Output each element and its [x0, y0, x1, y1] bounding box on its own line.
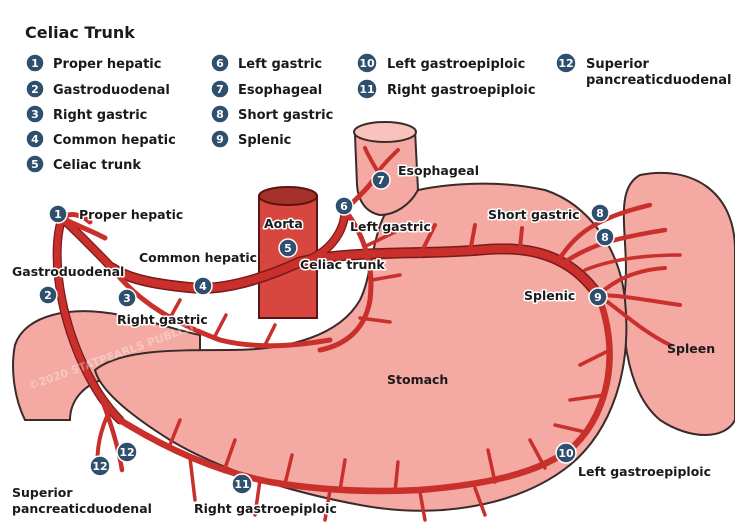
svg-text:12: 12	[119, 446, 134, 459]
badge-12b: 12	[90, 456, 110, 476]
label-celiac-trunk: Celiac trunk	[300, 257, 385, 272]
svg-text:Superior: Superior	[586, 57, 650, 72]
badge-10: 10	[556, 443, 576, 463]
label-short-gastric: Short gastric	[488, 207, 580, 222]
label-left-gastric: Left gastric	[350, 219, 431, 234]
svg-text:11: 11	[234, 478, 249, 491]
svg-text:Gastroduodenal: Gastroduodenal	[53, 83, 170, 98]
svg-text:Left gastroepiploic: Left gastroepiploic	[387, 57, 525, 72]
svg-text:8: 8	[601, 231, 609, 244]
aorta-opening	[259, 187, 317, 205]
svg-text:Common hepatic: Common hepatic	[53, 133, 176, 148]
label-gastroduodenal: Gastroduodenal	[12, 264, 124, 279]
legend-item-6: 6 Left gastric	[211, 54, 322, 72]
svg-text:12: 12	[92, 460, 107, 473]
svg-text:6: 6	[216, 57, 224, 70]
svg-text:10: 10	[359, 57, 375, 70]
legend-item-3: 3 Right gastric	[26, 105, 147, 123]
svg-text:3: 3	[31, 108, 39, 121]
svg-text:3: 3	[123, 292, 131, 305]
label-stomach: Stomach	[387, 372, 448, 387]
svg-text:6: 6	[340, 200, 348, 213]
badge-1: 1	[49, 205, 67, 223]
legend-item-9: 9 Splenic	[211, 130, 291, 148]
label-common-hepatic: Common hepatic	[139, 250, 257, 265]
svg-text:Proper hepatic: Proper hepatic	[53, 57, 161, 72]
badge-12a: 12	[117, 442, 137, 462]
label-right-gastric: Right gastric	[117, 312, 208, 327]
svg-text:1: 1	[54, 208, 62, 221]
svg-text:1: 1	[31, 57, 39, 70]
label-sup-pd-line1: Superior	[12, 485, 73, 500]
legend-item-12: 12 Superior pancreaticduodenal	[556, 53, 732, 88]
legend-item-7: 7 Esophageal	[211, 80, 322, 98]
label-right-gastroepiploic: Right gastroepiploic	[194, 501, 337, 516]
badge-5: 5	[279, 239, 297, 257]
badge-8a: 8	[591, 204, 609, 222]
legend-item-5: 5 Celiac trunk	[26, 155, 141, 173]
badge-2: 2	[39, 286, 57, 304]
svg-text:4: 4	[199, 280, 207, 293]
badge-6: 6	[335, 197, 353, 215]
diagram-title: Celiac Trunk	[25, 23, 135, 42]
svg-text:2: 2	[31, 83, 39, 96]
badge-9: 9	[589, 288, 607, 306]
svg-text:Esophageal: Esophageal	[238, 83, 322, 98]
svg-text:11: 11	[359, 83, 374, 96]
badge-8b: 8	[596, 228, 614, 246]
label-spleen: Spleen	[667, 341, 715, 356]
badge-3: 3	[118, 289, 136, 307]
svg-text:9: 9	[594, 291, 602, 304]
svg-text:5: 5	[284, 242, 292, 255]
svg-text:Splenic: Splenic	[238, 133, 291, 148]
svg-text:pancreaticduodenal: pancreaticduodenal	[586, 73, 732, 88]
esophagus-opening	[354, 122, 416, 142]
svg-text:8: 8	[216, 108, 224, 121]
legend-item-4: 4 Common hepatic	[26, 130, 176, 148]
svg-text:8: 8	[596, 207, 604, 220]
svg-text:Celiac trunk: Celiac trunk	[53, 158, 141, 173]
svg-text:2: 2	[44, 289, 52, 302]
proper-hepatic-artery	[62, 218, 112, 268]
label-sup-pd-line2: pancreaticduodenal	[12, 501, 152, 516]
svg-text:Left gastric: Left gastric	[238, 57, 322, 72]
badge-4: 4	[194, 277, 212, 295]
svg-text:4: 4	[31, 133, 39, 146]
svg-text:Right gastric: Right gastric	[53, 108, 147, 123]
svg-text:10: 10	[558, 447, 574, 460]
badge-11: 11	[232, 474, 252, 494]
label-proper-hepatic: Proper hepatic	[79, 207, 183, 222]
svg-text:9: 9	[216, 133, 224, 146]
svg-text:12: 12	[558, 57, 573, 70]
label-aorta: Aorta	[264, 216, 303, 231]
svg-text:Short gastric: Short gastric	[238, 108, 333, 123]
legend-item-11: 11 Right gastroepiploic	[357, 79, 536, 99]
label-esophageal: Esophageal	[398, 163, 479, 178]
svg-text:7: 7	[216, 83, 224, 96]
label-left-gastroepiploic: Left gastroepiploic	[578, 464, 711, 479]
legend-item-2: 2 Gastroduodenal	[26, 80, 170, 98]
legend-item-1: 1 Proper hepatic	[26, 54, 161, 72]
svg-text:7: 7	[377, 174, 385, 187]
svg-text:Right gastroepiploic: Right gastroepiploic	[387, 83, 536, 98]
legend-item-10: 10 Left gastroepiploic	[357, 53, 525, 73]
label-splenic: Splenic	[524, 288, 575, 303]
legend-item-8: 8 Short gastric	[211, 105, 333, 123]
svg-text:5: 5	[31, 158, 39, 171]
badge-7: 7	[372, 171, 390, 189]
